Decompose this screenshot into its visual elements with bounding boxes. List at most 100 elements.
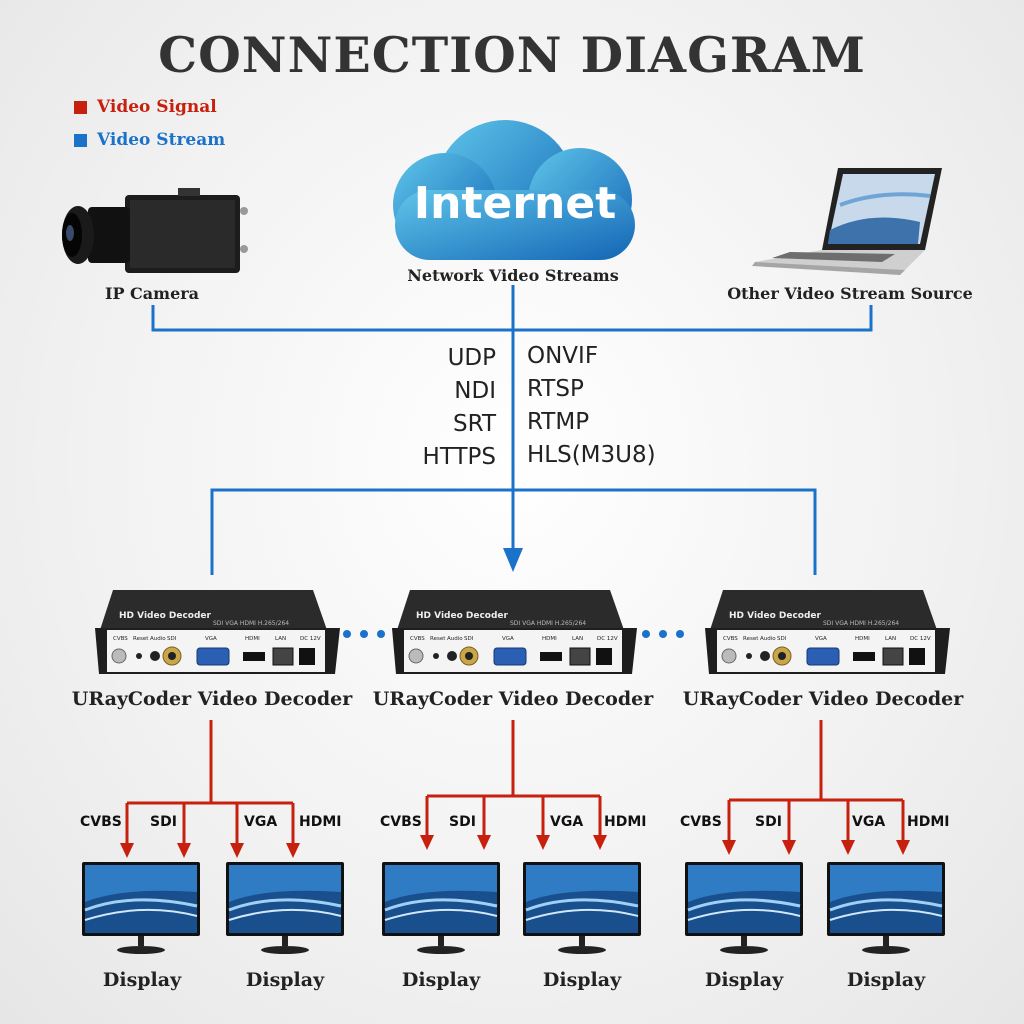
display-monitor <box>82 862 202 960</box>
protocol-label: NDI <box>454 378 496 404</box>
hdmi-port <box>540 652 562 661</box>
output-label: VGA <box>244 814 278 830</box>
signal-swatch <box>74 100 87 114</box>
port-label: Reset <box>430 636 446 642</box>
display-label: Display <box>846 969 926 991</box>
legend-label: Video Stream <box>97 130 226 150</box>
port-label: SDI <box>167 636 177 642</box>
ip-camera-label: IP Camera <box>104 284 200 303</box>
display-monitor <box>685 862 805 960</box>
signal-lines <box>125 720 905 848</box>
device-title: HD Video Decoder <box>119 611 212 621</box>
output-label: VGA <box>852 814 886 830</box>
vga-port <box>493 647 527 666</box>
legend-item-signal: Video Signal <box>74 97 217 117</box>
display-monitor <box>523 862 643 960</box>
output-label: HDMI <box>604 814 647 830</box>
cvbs-port <box>721 648 737 664</box>
decoder-label: URayCoder Video Decoder <box>682 688 964 710</box>
port-label: HDMI <box>855 636 870 642</box>
stream-swatch <box>74 133 87 147</box>
protocol-label: RTMP <box>527 409 590 435</box>
device-subtitle: SDI VGA HDMI H.265/264 <box>213 620 289 627</box>
port-label: CVBS <box>410 636 425 642</box>
output-label: CVBS <box>680 814 722 830</box>
port-label: LAN <box>572 636 583 642</box>
output-label: VGA <box>550 814 584 830</box>
display-monitor <box>827 862 947 960</box>
decoder-label: URayCoder Video Decoder <box>71 688 353 710</box>
page-title: CONNECTION DIAGRAM <box>158 26 866 84</box>
stream-lines <box>151 285 873 575</box>
output-label: CVBS <box>380 814 422 830</box>
lan-port <box>272 647 294 666</box>
port-label: SDI <box>464 636 474 642</box>
device-subtitle: SDI VGA HDMI H.265/264 <box>823 620 899 627</box>
signal-arrows <box>120 835 910 858</box>
port-label: DC 12V <box>910 636 931 642</box>
port-label: Audio <box>150 636 166 642</box>
port-label: Audio <box>760 636 776 642</box>
display-monitor <box>382 862 502 960</box>
port-label: LAN <box>275 636 286 642</box>
port-label: LAN <box>885 636 896 642</box>
device-title: HD Video Decoder <box>729 611 822 621</box>
vga-port <box>196 647 230 666</box>
decoder-label: URayCoder Video Decoder <box>372 688 654 710</box>
display-label: Display <box>401 969 481 991</box>
protocol-label: HLS(M3U8) <box>527 442 656 468</box>
display-label: Display <box>704 969 784 991</box>
dc-port <box>299 648 315 665</box>
hdmi-port <box>853 652 875 661</box>
port-label: CVBS <box>113 636 128 642</box>
port-label: DC 12V <box>300 636 321 642</box>
display-label: Display <box>245 969 325 991</box>
output-label: SDI <box>150 814 177 830</box>
stream-arrow <box>503 548 523 572</box>
port-label: VGA <box>502 636 514 642</box>
port-label: DC 12V <box>597 636 618 642</box>
display-label: Display <box>102 969 182 991</box>
display-monitor <box>226 862 346 960</box>
legend-item-stream: Video Stream <box>74 130 225 150</box>
port-label: HDMI <box>542 636 557 642</box>
port-label: Reset <box>743 636 759 642</box>
port-label: VGA <box>205 636 217 642</box>
cloud-caption: Network Video Streams <box>407 266 619 285</box>
ellipsis-dots <box>343 630 684 638</box>
protocol-label: UDP <box>447 345 496 371</box>
legend-label: Video Signal <box>97 97 217 117</box>
display-label: Display <box>542 969 622 991</box>
vga-port <box>806 647 840 666</box>
cvbs-port <box>111 648 127 664</box>
device-title: HD Video Decoder <box>416 611 509 621</box>
port-label: Reset <box>133 636 149 642</box>
lan-port <box>882 647 904 666</box>
protocol-label: ONVIF <box>527 343 599 369</box>
protocols-left: UDP NDI SRT HTTPS <box>380 342 496 474</box>
hdmi-port <box>243 652 265 661</box>
protocols-right: ONVIF RTSP RTMP HLS(M3U8) <box>527 340 697 472</box>
output-label: SDI <box>755 814 782 830</box>
port-label: Audio <box>447 636 463 642</box>
protocol-label: HTTPS <box>422 444 496 470</box>
laptop-label: Other Video Stream Source <box>727 284 973 303</box>
lan-port <box>569 647 591 666</box>
dc-port <box>909 648 925 665</box>
output-label: SDI <box>449 814 476 830</box>
dc-port <box>596 648 612 665</box>
output-label: HDMI <box>907 814 950 830</box>
port-label: HDMI <box>245 636 260 642</box>
port-label: VGA <box>815 636 827 642</box>
cloud-text: Internet <box>413 178 617 229</box>
output-label: HDMI <box>299 814 342 830</box>
device-subtitle: SDI VGA HDMI H.265/264 <box>510 620 586 627</box>
port-label: SDI <box>777 636 787 642</box>
protocol-label: SRT <box>453 411 496 437</box>
cvbs-port <box>408 648 424 664</box>
output-label: CVBS <box>80 814 122 830</box>
port-label: CVBS <box>723 636 738 642</box>
